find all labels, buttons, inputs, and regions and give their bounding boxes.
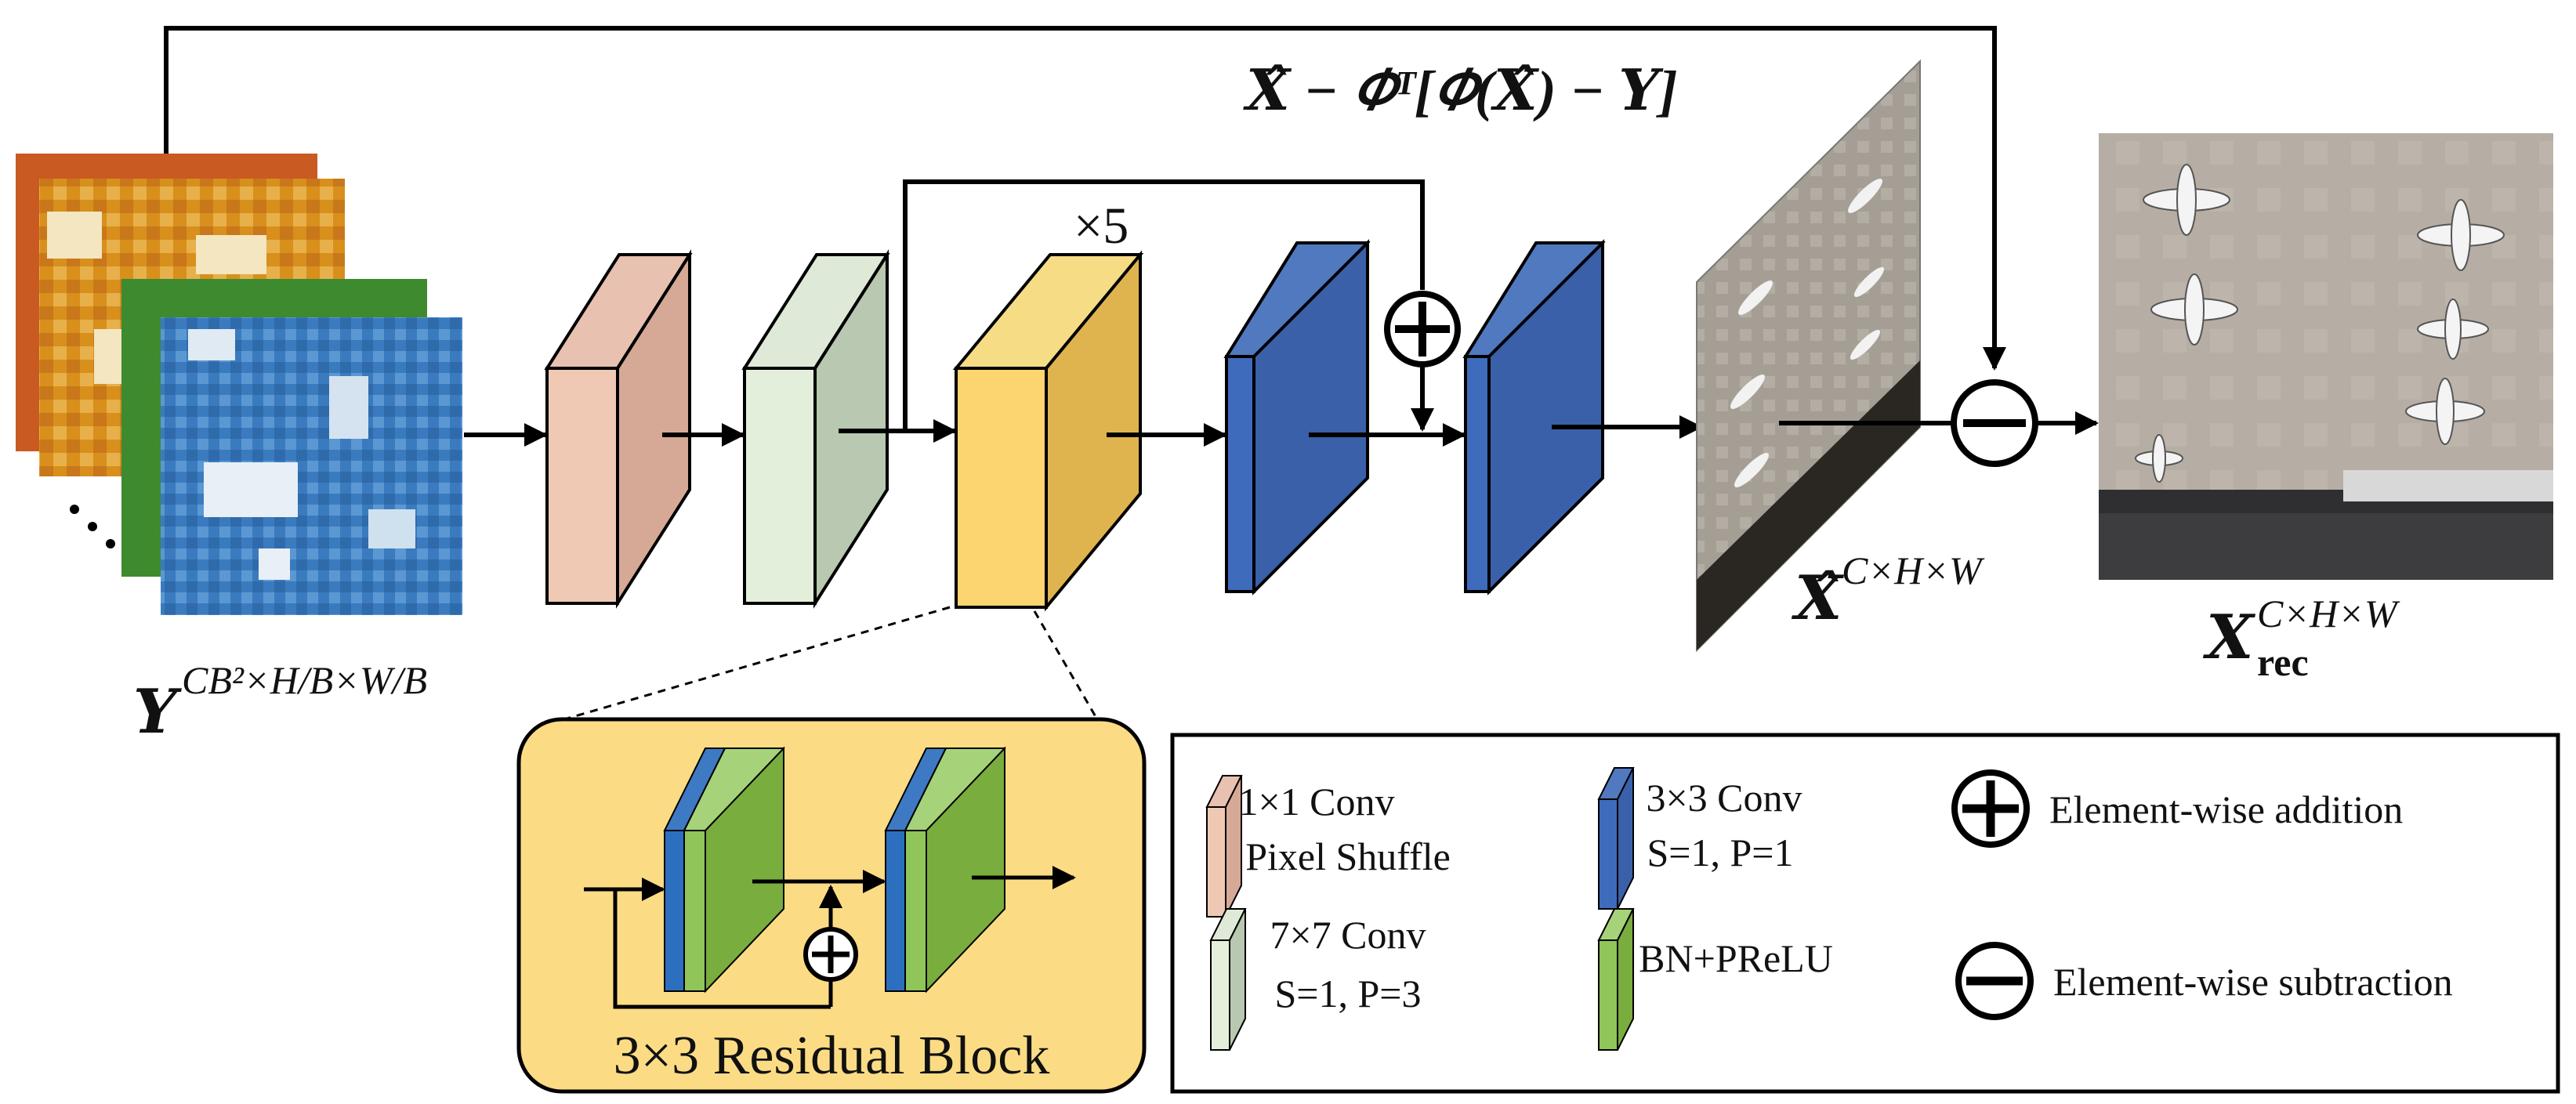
- stack-ellipsis-dot: [88, 522, 97, 531]
- output-label: 𝑿: [2202, 603, 2256, 671]
- legend-conv3x3-line1: 3×3 Conv: [1646, 776, 1802, 820]
- residual-block-detail: [516, 717, 1147, 1094]
- legend-conv3x3-line2: S=1, P=1: [1647, 831, 1793, 874]
- legend-add-label: Element-wise addition: [2049, 787, 2403, 831]
- output-label-superscript: C×H×W: [2257, 592, 2400, 635]
- input-label: 𝒀: [133, 678, 182, 746]
- global-skip-line: [903, 179, 1425, 431]
- legend-swatch-bnprelu: [1597, 908, 1635, 1051]
- xhat-label: 𝑿̂: [1791, 564, 1845, 632]
- residual-block-title: 3×3 Residual Block: [614, 1026, 1050, 1086]
- conv3x3-block-2: [1462, 239, 1606, 595]
- xhat-label-superscript: C×H×W: [1842, 548, 1985, 592]
- legend-swatch-conv3x3: [1597, 767, 1635, 910]
- top-formula: 𝑿̂ − 𝛷ᵀ[𝛷(𝑿̂) − 𝒀]: [1243, 60, 1678, 122]
- repeat-count: ×5: [1074, 197, 1129, 255]
- plus-circle-icon: [1384, 291, 1461, 367]
- stack-ellipsis-dot: [106, 539, 115, 548]
- legend-bnprelu-label: BN+PReLU: [1639, 936, 1833, 980]
- legend-conv7x7-line1: 7×7 Conv: [1270, 913, 1426, 957]
- legend-conv1x1-line1: 1×1 Conv: [1238, 780, 1394, 823]
- legend-sub-label: Element-wise subtraction: [2053, 960, 2453, 1004]
- residual-block-x5: [952, 250, 1144, 612]
- legend-conv7x7-line2: S=1, P=3: [1274, 972, 1421, 1015]
- legend: 1×1 Conv Pixel Shuffle 7×7 Conv S=1, P=3…: [1170, 733, 2560, 1094]
- skip-line-top: [164, 26, 2006, 371]
- plus-circle-icon: [1951, 769, 2030, 848]
- stack-ellipsis-dot: [70, 505, 79, 514]
- output-reconstruction-image: [2099, 133, 2553, 580]
- conv3x3-block-1: [1223, 239, 1371, 595]
- legend-swatch-conv1x1: [1205, 775, 1243, 918]
- zoom-line-right: [1033, 610, 1099, 720]
- input-label-superscript: CB²×H/B×W/B: [182, 658, 427, 702]
- legend-swatch-conv7x7: [1209, 908, 1247, 1051]
- minus-circle-icon: [1951, 379, 2038, 467]
- output-label-subscript: rec: [2257, 640, 2309, 684]
- minus-circle-icon: [1955, 942, 2034, 1020]
- intermediate-reconstruction-image: [1696, 59, 1921, 653]
- conv1x1-block: [544, 249, 693, 609]
- zoom-line-left: [563, 606, 951, 721]
- legend-conv1x1-line2: Pixel Shuffle: [1245, 834, 1451, 878]
- input-measurement-stack: [16, 154, 462, 615]
